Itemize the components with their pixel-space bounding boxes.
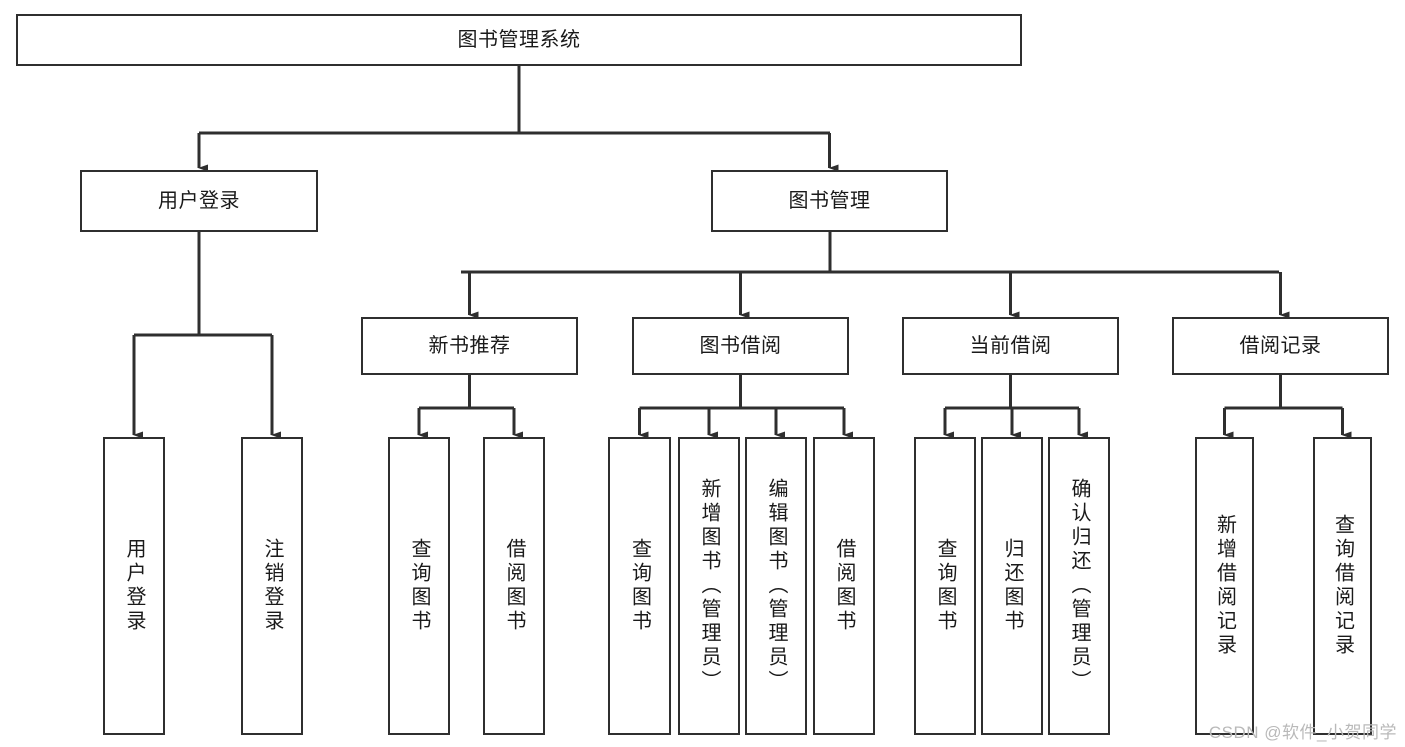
node-label-root: 图书管理系统	[457, 28, 581, 51]
node-label-leaf-user-logout: 注销登录	[261, 538, 283, 634]
node-label-leaf-query-book-bb: 查询图书	[628, 538, 651, 634]
node-leaf-borrow-book-nb[interactable]: 借阅图书	[483, 437, 545, 735]
node-leaf-confirm-return[interactable]: 确认归还（管理员）	[1048, 437, 1110, 735]
node-leaf-query-book-cb[interactable]: 查询图书	[914, 437, 976, 735]
node-leaf-borrow-book-bb[interactable]: 借阅图书	[813, 437, 875, 735]
node-borrow-record[interactable]: 借阅记录	[1172, 317, 1389, 375]
node-label-user-login: 用户登录	[158, 189, 240, 212]
node-label-leaf-edit-book: 编辑图书（管理员）	[765, 478, 787, 694]
node-label-leaf-return-book: 归还图书	[1001, 538, 1023, 634]
node-label-leaf-add-record: 新增借阅记录	[1213, 514, 1236, 658]
node-label-current-borrow: 当前借阅	[969, 334, 1052, 357]
node-user-login[interactable]: 用户登录	[80, 170, 318, 232]
node-label-leaf-borrow-book-nb: 借阅图书	[503, 538, 525, 634]
node-leaf-add-record[interactable]: 新增借阅记录	[1195, 437, 1254, 735]
node-label-book-borrow: 图书借阅	[699, 334, 782, 357]
node-leaf-user-logout[interactable]: 注销登录	[241, 437, 303, 735]
watermark-text: CSDN @软件_小贺同学	[1208, 723, 1397, 742]
node-book-borrow[interactable]: 图书借阅	[632, 317, 849, 375]
node-label-leaf-query-book-nb: 查询图书	[408, 538, 430, 634]
node-current-borrow[interactable]: 当前借阅	[902, 317, 1119, 375]
node-book-management[interactable]: 图书管理	[711, 170, 948, 232]
node-leaf-query-record[interactable]: 查询借阅记录	[1313, 437, 1372, 735]
node-leaf-query-book-nb[interactable]: 查询图书	[388, 437, 450, 735]
node-leaf-add-book[interactable]: 新增图书（管理员）	[678, 437, 740, 735]
node-leaf-return-book[interactable]: 归还图书	[981, 437, 1043, 735]
node-new-book-recommend[interactable]: 新书推荐	[361, 317, 578, 375]
node-leaf-query-book-bb[interactable]: 查询图书	[608, 437, 671, 735]
node-label-leaf-query-record: 查询借阅记录	[1331, 514, 1354, 658]
node-label-new-book-recommend: 新书推荐	[428, 334, 511, 357]
node-root[interactable]: 图书管理系统	[16, 14, 1022, 66]
node-label-book-management: 图书管理	[788, 189, 871, 212]
node-label-leaf-query-book-cb: 查询图书	[934, 538, 956, 634]
node-label-leaf-confirm-return: 确认归还（管理员）	[1068, 478, 1090, 694]
node-label-leaf-borrow-book-bb: 借阅图书	[833, 538, 855, 634]
node-label-borrow-record: 借阅记录	[1239, 334, 1322, 357]
node-label-leaf-user-login: 用户登录	[123, 538, 145, 634]
node-leaf-user-login[interactable]: 用户登录	[103, 437, 165, 735]
node-label-leaf-add-book: 新增图书（管理员）	[698, 478, 720, 694]
node-leaf-edit-book[interactable]: 编辑图书（管理员）	[745, 437, 807, 735]
